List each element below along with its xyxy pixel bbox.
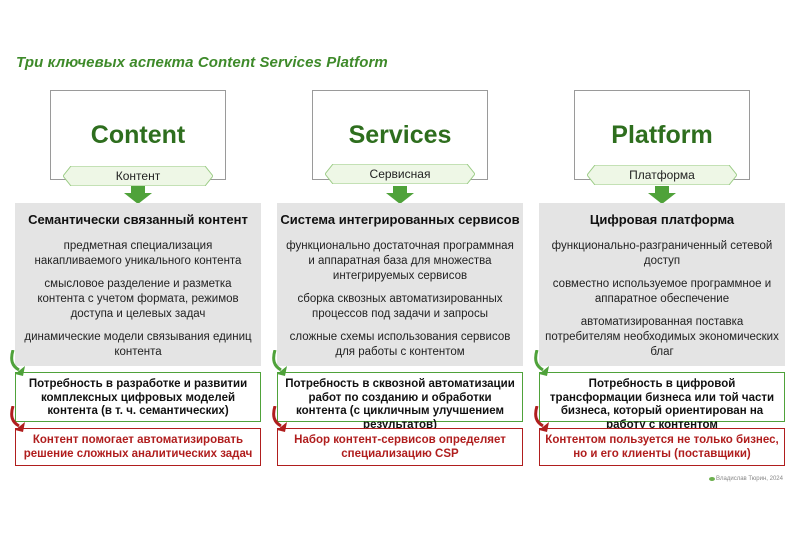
need-box: Потребность в цифровой трансформации биз…	[539, 372, 785, 431]
leaf-icon	[709, 477, 715, 481]
description-box: Цифровая платформа функционально-разгран…	[539, 203, 785, 366]
list-item: функционально-разграниченный сетевой дос…	[551, 240, 773, 267]
header-title: Content	[90, 121, 186, 149]
header-title: Services	[348, 121, 452, 149]
box-title: Цифровая платформа	[589, 212, 735, 227]
column-content: Content Контент Семантически связанный к…	[10, 0, 261, 533]
result-text: Контентом пользуется не только бизнес, н…	[545, 434, 779, 460]
box-title: Система интегрированных сервисов	[280, 212, 520, 227]
result-box: Контентом пользуется не только бизнес, н…	[539, 428, 785, 466]
subheader-label: Контент	[115, 169, 161, 183]
need-box: Потребность в разработке и развитии комп…	[15, 372, 261, 422]
list-item: сложные схемы использования сервисов для…	[289, 331, 511, 358]
list-item: автоматизированная поставка потребителям…	[545, 316, 779, 358]
result-text: Контент помогает автоматизировать решени…	[23, 434, 253, 460]
subheader-tag: Платформа	[587, 165, 737, 185]
tag-shape	[325, 164, 475, 184]
author-credit: Владислав Тюрин, 2024	[716, 476, 783, 482]
curved-arrow-red-icon	[10, 406, 25, 432]
column-services: Services Сервисная Система интегрированн…	[272, 0, 523, 533]
tag-shape	[63, 166, 213, 186]
curved-arrow-green-icon	[534, 350, 549, 376]
curved-arrow-green-icon	[10, 350, 25, 376]
curved-arrow-red-icon	[272, 406, 287, 432]
subheader-tag: Контент	[63, 166, 213, 186]
subheader-tag: Сервисная	[325, 164, 475, 184]
need-text: Потребность в разработке и развитии комп…	[28, 378, 248, 417]
list-item: динамические модели связывания единиц ко…	[24, 331, 252, 358]
description-box: Система интегрированных сервисов функцио…	[277, 203, 523, 366]
down-arrow-icon	[648, 186, 676, 204]
page-title: Три ключевых аспекта Content Services Pl…	[16, 54, 388, 71]
column-platform: Platform Платформа Цифровая платформа фу…	[534, 0, 785, 533]
curved-arrow-green-icon	[272, 350, 287, 376]
list-item: сборка сквозных автоматизированных проце…	[297, 293, 503, 320]
header-box: Content	[50, 90, 226, 180]
result-text: Набор контент-сервисов определяет специа…	[294, 434, 506, 460]
down-arrow-icon	[386, 186, 414, 204]
need-box: Потребность в сквозной автоматизации раб…	[277, 372, 523, 431]
need-text: Потребность в сквозной автоматизации раб…	[285, 378, 515, 431]
result-box: Контент помогает автоматизировать решени…	[15, 428, 261, 466]
down-arrow-icon	[124, 186, 152, 204]
description-box: Семантически связанный контент предметна…	[15, 203, 261, 366]
list-item: предметная специализация накапливаемого …	[34, 240, 242, 267]
header-title: Platform	[611, 121, 713, 149]
list-item: функционально достаточная программная и …	[286, 240, 514, 282]
box-title: Семантически связанный контент	[28, 212, 248, 227]
list-item: смысловое разделение и разметка контента…	[37, 278, 239, 320]
subheader-label: Сервисная	[369, 167, 431, 181]
list-item: совместно используемое программное и апп…	[552, 278, 772, 305]
subheader-label: Платформа	[629, 168, 695, 182]
tag-shape	[587, 165, 737, 185]
curved-arrow-red-icon	[534, 406, 549, 432]
result-box: Набор контент-сервисов определяет специа…	[277, 428, 523, 466]
need-text: Потребность в цифровой трансформации биз…	[549, 378, 775, 431]
